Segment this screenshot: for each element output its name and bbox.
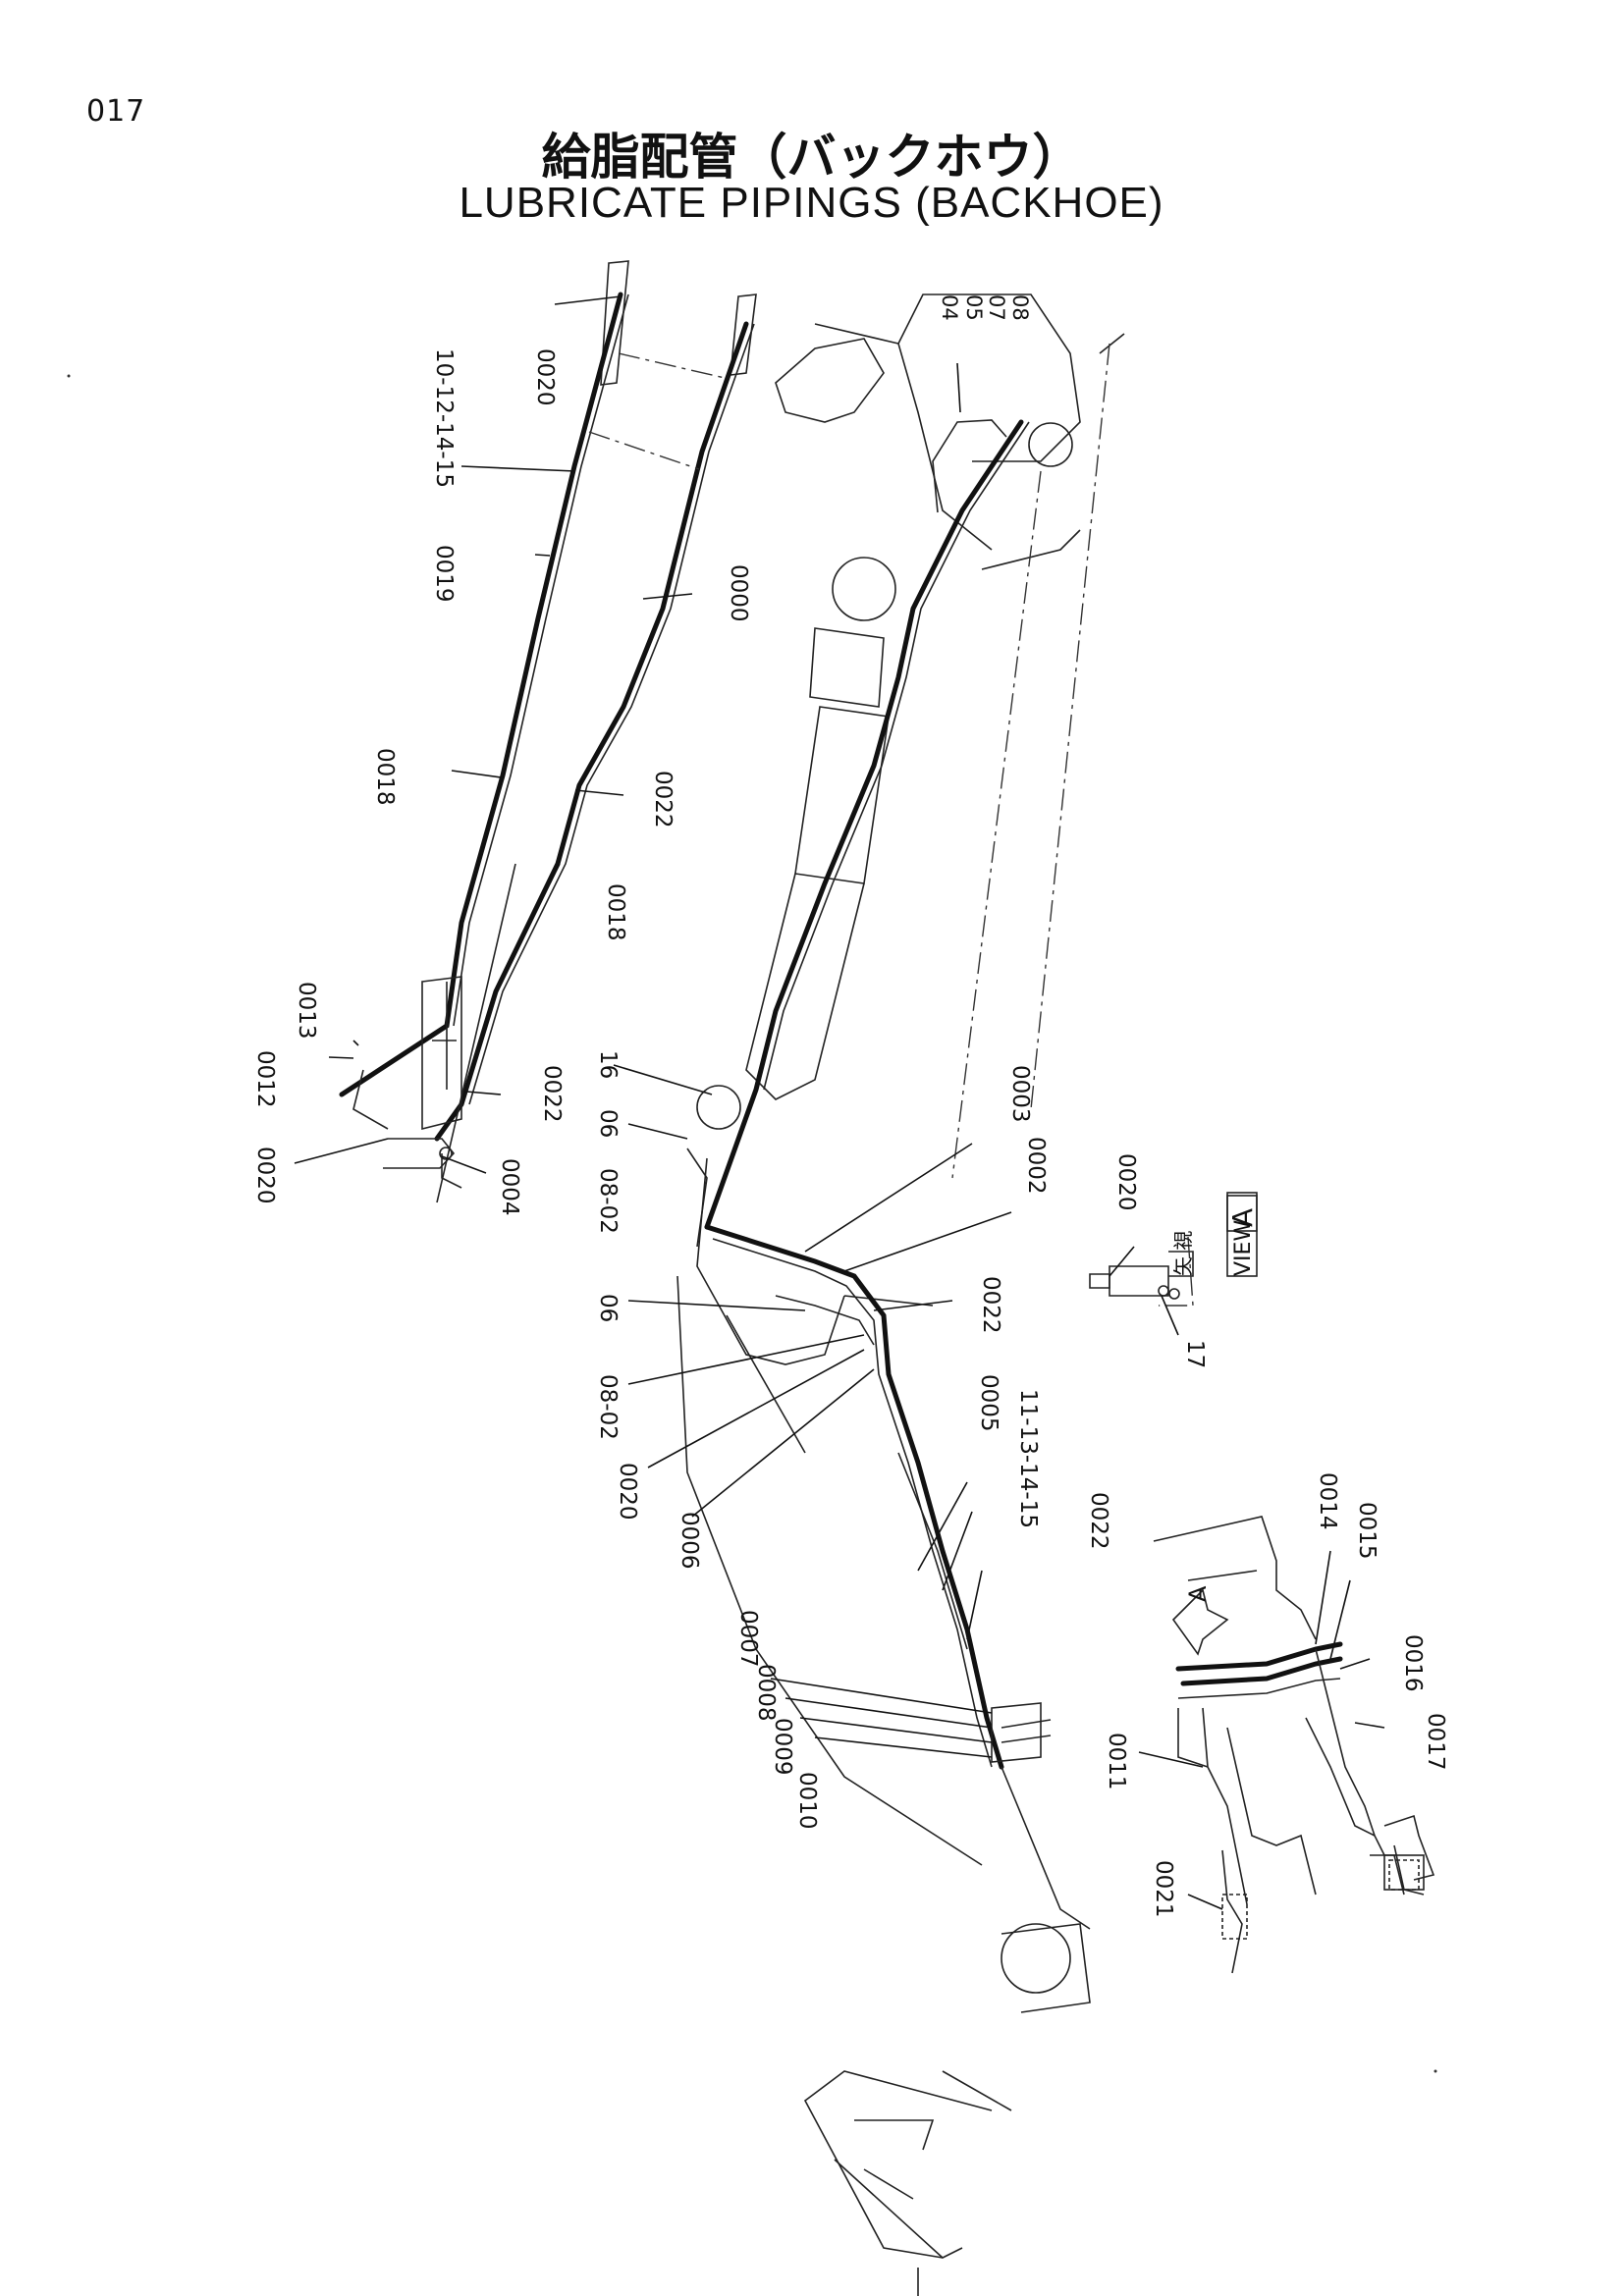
callout-0011: 0011 bbox=[1104, 1733, 1129, 1790]
callout-0018-b: 0018 bbox=[603, 883, 628, 941]
callout-06-b: 06 bbox=[595, 1294, 621, 1322]
arrow-letter: A bbox=[1184, 1585, 1212, 1602]
callout-0007: 0007 bbox=[735, 1610, 761, 1668]
callout-06-a: 06 bbox=[595, 1109, 621, 1138]
callout-0022-c: 0022 bbox=[978, 1276, 1003, 1334]
view-a-fitting bbox=[1089, 1236, 1194, 1307]
callout-17: 17 bbox=[1182, 1340, 1208, 1368]
callout-0006: 0006 bbox=[676, 1512, 702, 1570]
callout-0022-a: 0022 bbox=[650, 771, 676, 828]
callout-08-02-a: 08-02 bbox=[595, 1168, 621, 1234]
boom-piping bbox=[686, 419, 1091, 1930]
callout-11-13-14-15: 11-13-14-15 bbox=[1015, 1389, 1041, 1528]
scan-marks bbox=[67, 374, 1437, 2296]
arm-pipe-left bbox=[339, 292, 623, 1097]
callout-0020-top: 0020 bbox=[532, 348, 558, 406]
view-kanji: 矢 視 bbox=[1171, 1231, 1195, 1276]
callout-0022-d: 0022 bbox=[1086, 1492, 1111, 1550]
callout-0002: 0002 bbox=[1023, 1137, 1049, 1195]
callout-0012: 0012 bbox=[252, 1050, 278, 1108]
callout-05: 05 bbox=[962, 294, 986, 321]
title-japanese: 給脂配管（バックホウ） bbox=[541, 129, 1082, 186]
callout-0018-a: 0018 bbox=[372, 748, 398, 806]
callout-04-05-07-08: 04 bbox=[938, 294, 961, 321]
callout-08: 08 bbox=[1008, 294, 1032, 321]
view-letter: A bbox=[1226, 1208, 1259, 1227]
callout-0013: 0013 bbox=[294, 982, 319, 1040]
callout-0014: 0014 bbox=[1315, 1472, 1340, 1530]
callout-08-02-b: 08-02 bbox=[595, 1374, 621, 1440]
callout-0003: 0003 bbox=[1007, 1065, 1033, 1123]
view-text: VIEW bbox=[1231, 1220, 1256, 1276]
callout-0009: 0009 bbox=[770, 1718, 795, 1776]
arm-pipe-right bbox=[434, 321, 749, 1142]
callout-labels: 0020 10-12-14-15 0019 0000 0018 0022 001… bbox=[252, 294, 1448, 1918]
callout-0000: 0000 bbox=[726, 564, 751, 622]
callout-0020-left: 0020 bbox=[252, 1147, 278, 1204]
callout-0008: 0008 bbox=[753, 1664, 779, 1722]
callout-0005: 0005 bbox=[976, 1374, 1001, 1432]
callout-0021: 0021 bbox=[1151, 1860, 1176, 1918]
callout-10-12-14-15: 10-12-14-15 bbox=[431, 348, 457, 488]
leader-lines bbox=[294, 295, 1385, 1910]
boom-outline bbox=[676, 294, 1125, 2259]
callout-0015: 0015 bbox=[1354, 1502, 1380, 1560]
callout-0016: 0016 bbox=[1400, 1634, 1426, 1692]
callout-0020-mid: 0020 bbox=[615, 1463, 640, 1521]
callout-0019: 0019 bbox=[431, 545, 457, 603]
callout-0022-b: 0022 bbox=[539, 1065, 565, 1123]
arm-piping-detail bbox=[339, 260, 757, 1203]
callout-0010: 0010 bbox=[794, 1772, 820, 1830]
callout-0017: 0017 bbox=[1423, 1713, 1448, 1771]
callout-0004: 0004 bbox=[497, 1158, 522, 1216]
callout-07: 07 bbox=[985, 294, 1008, 321]
page-number: 017 bbox=[86, 94, 146, 129]
view-a-label: 矢 視 VIEW A bbox=[1171, 1192, 1259, 1277]
callout-0020-view: 0020 bbox=[1113, 1153, 1139, 1211]
callout-16: 16 bbox=[595, 1050, 621, 1079]
title-english: LUBRICATE PIPINGS (BACKHOE) bbox=[459, 179, 1164, 227]
bucket-link-detail: A bbox=[1153, 1516, 1435, 1974]
